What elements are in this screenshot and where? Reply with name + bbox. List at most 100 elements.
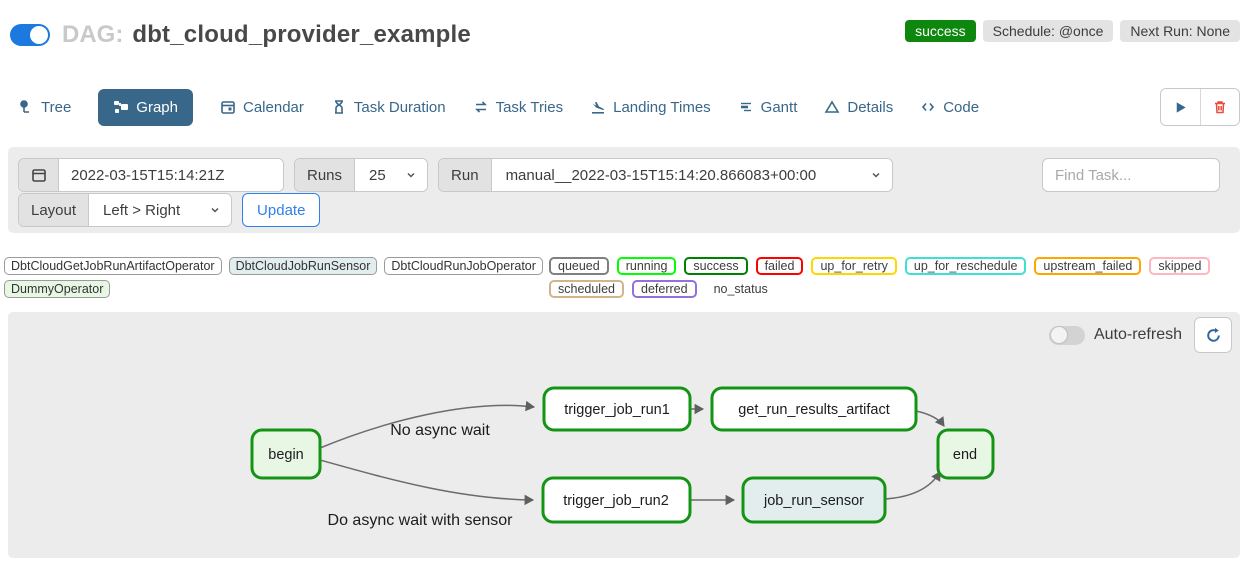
status-badge: success: [905, 20, 976, 42]
page-title: dbt_cloud_provider_example: [132, 21, 471, 48]
base-date-group: [18, 158, 284, 192]
edge-sensor-end: [884, 471, 941, 500]
runs-group: Runs 25: [294, 158, 429, 192]
refresh-button[interactable]: [1194, 317, 1232, 353]
next-run-badge: Next Run: None: [1120, 20, 1240, 42]
run-group: Run manual__2022-03-15T15:14:20.866083+0…: [438, 158, 893, 192]
run-select[interactable]: manual__2022-03-15T15:14:20.866083+00:00: [491, 159, 892, 191]
find-task-input[interactable]: [1042, 158, 1220, 192]
edge-label-top: No async wait: [390, 422, 490, 439]
dag-header: DAG: dbt_cloud_provider_example success …: [10, 14, 1240, 56]
auto-refresh-label: Auto-refresh: [1093, 326, 1182, 343]
task-node-label: job_run_sensor: [763, 493, 864, 509]
tab-details[interactable]: Details: [824, 99, 893, 116]
tab-code[interactable]: Code: [920, 99, 979, 116]
task-node-label: get_run_results_artifact: [738, 402, 890, 418]
task-node-get-run-results-artifact[interactable]: get_run_results_artifact: [710, 386, 918, 432]
view-tabbar: Tree Graph Calendar Task Duration Task T…: [18, 88, 1240, 126]
calendar-icon: [31, 169, 46, 182]
task-node-job-run-sensor[interactable]: job_run_sensor: [741, 476, 887, 524]
task-node-begin[interactable]: begin: [250, 428, 322, 480]
filter-panel: Runs 25 Run manual__2022-03-15T15:14:20.…: [8, 147, 1240, 233]
tab-label: Gantt: [760, 98, 798, 116]
chevron-down-icon: [872, 172, 880, 178]
state-chip-deferred: deferred: [632, 280, 697, 298]
edge-begin-trigger2: [319, 459, 535, 506]
plane-landing-icon: [592, 102, 605, 114]
code-icon: [922, 102, 935, 112]
task-node-label: end: [953, 447, 977, 463]
base-date-input[interactable]: [59, 159, 283, 191]
dag-edges: [319, 400, 945, 506]
task-node-trigger-job-run1[interactable]: trigger_job_run1: [542, 386, 692, 432]
tab-label: Task Duration: [353, 98, 446, 116]
state-chip-failed: failed: [755, 257, 804, 275]
repeat-icon: [474, 101, 487, 113]
toggle-knob: [1050, 327, 1067, 343]
task-node-trigger-job-run2[interactable]: trigger_job_run2: [541, 476, 692, 524]
task-node-label: trigger_job_run2: [563, 493, 669, 509]
calendar-icon: [221, 101, 235, 114]
task-node-label: begin: [268, 447, 303, 463]
layout-group: Layout Left > Right: [18, 193, 233, 227]
state-chip-success: success: [684, 257, 748, 275]
edge-label-bottom: Do async wait with sensor: [328, 512, 514, 529]
legend: DbtCloudGetJobRunArtifactOperator DbtClo…: [4, 257, 1240, 298]
tab-graph[interactable]: Graph: [98, 88, 193, 126]
tab-gantt[interactable]: Gantt: [738, 98, 798, 116]
state-chip-scheduled: scheduled: [549, 280, 624, 298]
tree-icon: [20, 100, 29, 113]
edge-begin-trigger1: [319, 400, 536, 449]
dag-pause-toggle[interactable]: [10, 24, 50, 46]
task-node-label: trigger_job_run1: [564, 402, 670, 418]
auto-refresh-toggle[interactable]: [1048, 325, 1085, 345]
layout-value: Left > Right: [103, 201, 181, 219]
tab-label: Graph: [136, 98, 178, 116]
state-legend: queued running success failed up_for_ret…: [549, 257, 1240, 298]
tab-task-duration[interactable]: Task Duration: [331, 99, 446, 116]
dag-graph: No async wait Do async wait with sensor …: [250, 386, 995, 529]
delete-dag-button[interactable]: [1200, 89, 1239, 125]
refresh-controls: Auto-refresh: [1048, 317, 1232, 353]
tab-label: Code: [943, 98, 980, 116]
toggle-knob: [30, 26, 48, 44]
tab-landing-times[interactable]: Landing Times: [590, 99, 711, 116]
tab-calendar[interactable]: Calendar: [220, 99, 304, 116]
runs-label: Runs: [295, 159, 356, 191]
state-chip-up-for-reschedule: up_for_reschedule: [904, 257, 1027, 275]
state-chip-no-status: no_status: [713, 282, 768, 296]
state-chip-up-for-retry: up_for_retry: [811, 257, 897, 275]
runs-value: 25: [369, 166, 386, 184]
trash-icon: [1215, 101, 1225, 114]
tab-label: Tree: [41, 98, 72, 116]
header-badges: success Schedule: @once Next Run: None: [905, 20, 1240, 42]
operator-chip: DbtCloudGetJobRunArtifactOperator: [4, 257, 222, 275]
tab-label: Task Tries: [495, 98, 564, 116]
dag-action-buttons: [1160, 88, 1240, 126]
edge-artifact-end: [915, 410, 945, 427]
date-picker-button[interactable]: [19, 159, 59, 191]
schedule-badge: Schedule: @once: [982, 20, 1114, 42]
operator-chip: DummyOperator: [4, 280, 111, 298]
gantt-icon: [740, 102, 751, 112]
graph-icon: [114, 101, 129, 113]
runs-select[interactable]: 25: [355, 159, 428, 191]
hourglass-icon: [334, 100, 343, 114]
state-chip-upstream-failed: upstream_failed: [1034, 257, 1142, 275]
state-chip-running: running: [616, 257, 677, 275]
tab-task-tries[interactable]: Task Tries: [473, 98, 564, 116]
layout-select[interactable]: Left > Right: [89, 194, 232, 226]
task-node-end[interactable]: end: [936, 428, 995, 480]
trigger-dag-button[interactable]: [1161, 89, 1200, 125]
operator-chip: DbtCloudJobRunSensor: [228, 257, 378, 275]
tab-tree[interactable]: Tree: [18, 99, 71, 116]
update-button[interactable]: Update: [242, 193, 321, 227]
details-icon: [824, 100, 840, 113]
run-value: manual__2022-03-15T15:14:20.866083+00:00: [505, 166, 817, 184]
play-icon: [1176, 101, 1186, 113]
operator-chip: DbtCloudRunJobOperator: [384, 257, 543, 275]
tab-label: Landing Times: [613, 98, 711, 116]
layout-label: Layout: [19, 194, 90, 226]
refresh-icon: [1206, 327, 1220, 342]
operator-legend: DbtCloudGetJobRunArtifactOperator DbtClo…: [4, 257, 549, 298]
